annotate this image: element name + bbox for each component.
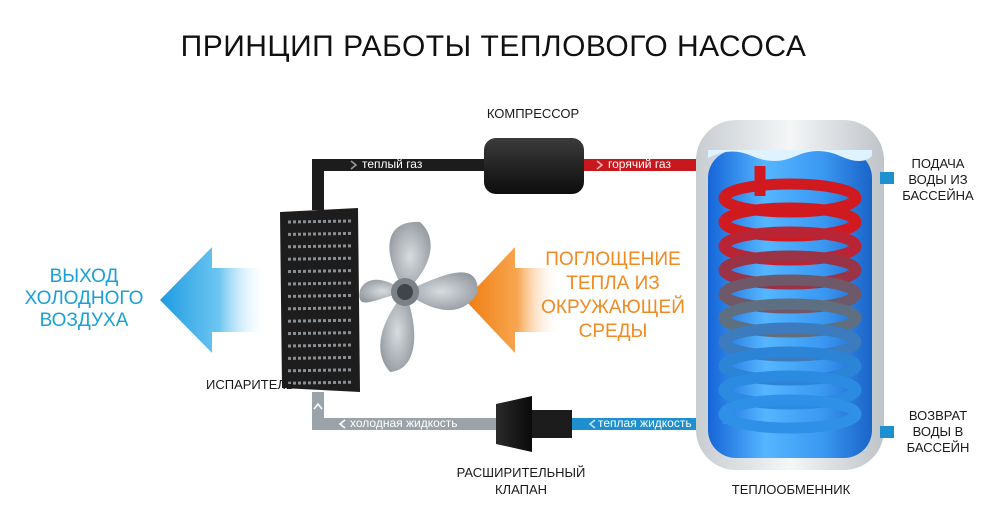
flow-chevron (313, 402, 323, 410)
hot-gas-label: горячий газ (608, 157, 671, 171)
flow-chevron (350, 160, 358, 170)
pool-supply-line2: ВОДЫ ИЗ (908, 172, 968, 187)
flow-chevron (338, 419, 346, 429)
cold-air-out-line3: ВОЗДУХА (39, 310, 129, 331)
warm-gas-label: теплый газ (362, 157, 423, 171)
heat-absorption-line4: СРЕДЫ (578, 321, 648, 342)
compressor-label: КОМПРЕССОР (486, 106, 580, 121)
evaporator (280, 208, 360, 392)
warm-gas-pipe (312, 159, 488, 210)
evaporator-fin (287, 355, 353, 360)
expansion-valve (496, 396, 532, 452)
flow-chevron (596, 160, 604, 170)
heat-absorption-line3: ОКРУЖАЮЩЕЙ (541, 297, 685, 318)
evaporator-fin (287, 293, 353, 298)
cold-liquid-label: холодная жидкость (350, 416, 458, 430)
evaporator-fin (287, 368, 353, 373)
evaporator-fin (287, 380, 353, 385)
cold-air-out-label: ВЫХОД ХОЛОДНОГО ВОЗДУХА (14, 266, 154, 332)
heat-absorption-line1: ПОГЛОЩЕНИЕ (545, 249, 681, 270)
evaporator-fin (287, 269, 353, 274)
pool-supply-label: ПОДАЧА ВОДЫ ИЗ БАССЕЙНА (892, 156, 984, 204)
heat-absorption-arrow (465, 247, 560, 353)
pool-return-connector (880, 426, 894, 438)
evaporator-fin (287, 256, 353, 261)
evaporator-fin (287, 318, 353, 323)
cold-air-out-line1: ВЫХОД (49, 266, 119, 287)
heat-absorption-line2: ТЕПЛА ИЗ (566, 273, 660, 294)
pool-supply-line3: БАССЕЙНА (902, 188, 974, 203)
cold-liquid-pipe (312, 392, 498, 430)
warm-liquid-label: теплая жидкость (598, 416, 692, 430)
pool-return-line3: БАССЕЙН (906, 440, 970, 455)
evaporator-fin (287, 231, 353, 236)
evaporator-fin (287, 343, 353, 348)
evaporator-fin (287, 244, 353, 249)
heat-absorption-label: ПОГЛОЩЕНИЕ ТЕПЛА ИЗ ОКРУЖАЮЩЕЙ СРЕДЫ (528, 248, 698, 344)
compressor (484, 138, 584, 194)
page-title: ПРИНЦИП РАБОТЫ ТЕПЛОВОГО НАСОСА (180, 30, 807, 63)
pool-supply-line1: ПОДАЧА (911, 156, 965, 171)
expansion-valve-label-line2: КЛАПАН (494, 482, 548, 497)
heat-exchanger-label: ТЕПЛООБМЕННИК (731, 482, 851, 497)
pool-return-label: ВОЗВРАТ ВОДЫ В БАССЕЙН (892, 408, 984, 456)
pool-return-line2: ВОДЫ В (912, 424, 964, 439)
evaporator-fin (287, 331, 353, 336)
expansion-valve-label: РАСШИРИТЕЛЬНЫЙ КЛАПАН (446, 464, 596, 498)
cold-air-out-line2: ХОЛОДНОГО (24, 288, 144, 309)
heat-exchanger-tank (696, 120, 894, 470)
fan (359, 221, 478, 372)
evaporator-label: ИСПАРИТЕЛЬ (206, 377, 295, 392)
flow-chevron (588, 419, 596, 429)
evaporator-fin (287, 219, 353, 224)
pool-supply-connector (880, 172, 894, 184)
evaporator-fin (287, 306, 353, 311)
valve-body (532, 410, 572, 438)
pool-return-line1: ВОЗВРАТ (908, 408, 968, 423)
cold-air-arrow (160, 247, 268, 353)
evaporator-fin (287, 281, 353, 286)
expansion-valve-label-line1: РАСШИРИТЕЛЬНЫЙ (456, 465, 586, 480)
